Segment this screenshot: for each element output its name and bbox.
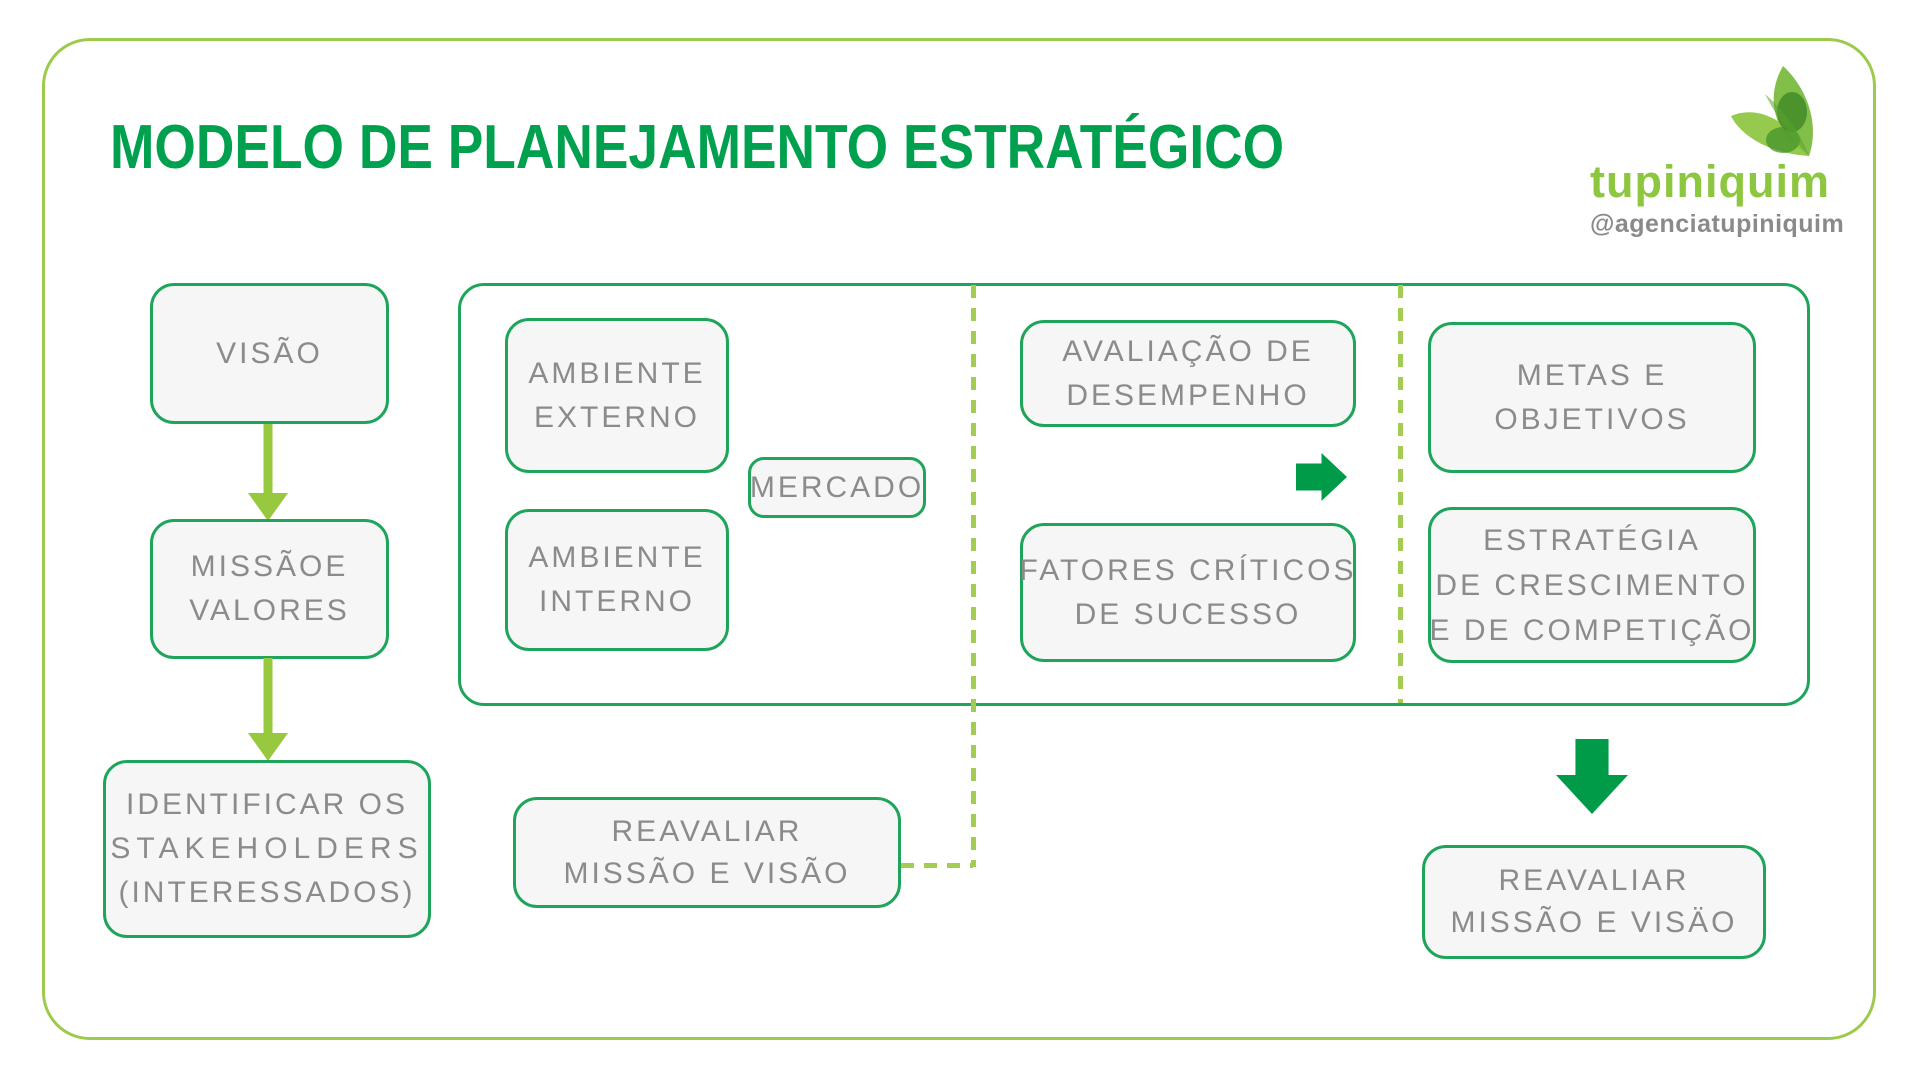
critical-success-factors-box: FATORES CRÍTICOS DE SUCESSO bbox=[1020, 523, 1356, 662]
internal-environment-line: AMBIENTE bbox=[528, 541, 706, 574]
external-environment-line: EXTERNO bbox=[533, 400, 701, 434]
mission-values-box: MISSÃOE VALORES bbox=[150, 519, 389, 659]
goals-objectives-line: METAS E bbox=[1516, 358, 1668, 392]
growth-strategy-line: ESTRATÉGIA bbox=[1483, 523, 1701, 557]
performance-evaluation-box: AVALIAÇÃO DE DESEMPENHO bbox=[1020, 320, 1356, 427]
stakeholders-line: (INTERESSADOS) bbox=[118, 876, 416, 909]
performance-evaluation-line: AVALIAÇÃO DE bbox=[1062, 334, 1314, 368]
stakeholders-line: IDENTIFICAR OS bbox=[125, 788, 408, 821]
growth-strategy-line: E DE COMPETIÇÃO bbox=[1429, 613, 1755, 647]
reassess-mission-vision-right-box: REAVALIAR MISSÃO E VISÄO bbox=[1422, 845, 1766, 959]
reassess-left-line: MISSÃO E VISÃO bbox=[563, 856, 851, 890]
reassess-mission-vision-left-box: REAVALIAR MISSÃO E VISÃO bbox=[513, 797, 901, 908]
reassess-right-line: REAVALIAR bbox=[1498, 864, 1690, 897]
logo-leaves-icon bbox=[1731, 66, 1813, 156]
analysis-group-box bbox=[458, 283, 1810, 706]
internal-environment-line: INTERNO bbox=[539, 585, 695, 618]
dashed-divider-left bbox=[971, 285, 976, 867]
lime-arrow-down-icon bbox=[248, 424, 288, 521]
page-title: MODELO DE PLANEJAMENTO ESTRATÉGICO bbox=[110, 113, 1285, 182]
external-environment-box: AMBIENTE EXTERNO bbox=[505, 318, 729, 473]
mission-values-line: VALORES bbox=[189, 594, 350, 627]
dashed-connector-horizontal bbox=[901, 863, 973, 868]
external-environment-line: AMBIENTE bbox=[528, 356, 706, 390]
brand-name: tupiniquim bbox=[1590, 156, 1830, 207]
growth-strategy-line: DE CRESCIMENTO bbox=[1435, 568, 1749, 602]
goals-objectives-box: METAS E OBJETIVOS bbox=[1428, 322, 1756, 473]
brand-handle: @agenciatupiniquim bbox=[1590, 210, 1845, 238]
internal-environment-box: AMBIENTE INTERNO bbox=[505, 509, 729, 651]
lime-arrow-down-icon bbox=[248, 658, 288, 761]
dashed-divider-right bbox=[1398, 285, 1403, 703]
critical-success-factors-line: DE SUCESSO bbox=[1074, 597, 1302, 631]
reassess-right-line: MISSÃO E VISÄO bbox=[1450, 906, 1738, 939]
outer-frame bbox=[42, 38, 1876, 1040]
vision-box: VISÃO bbox=[150, 283, 389, 424]
growth-strategy-box: ESTRATÉGIA DE CRESCIMENTO E DE COMPETIÇÃ… bbox=[1428, 507, 1756, 663]
goals-objectives-line: OBJETIVOS bbox=[1494, 402, 1690, 436]
market-box: MERCADO bbox=[748, 457, 926, 518]
vision-label: VISÃO bbox=[216, 336, 323, 370]
stakeholders-line: STAKEHOLDERS bbox=[110, 832, 424, 865]
reassess-left-line: REAVALIAR bbox=[611, 814, 803, 848]
stakeholders-box: IDENTIFICAR OS STAKEHOLDERS (INTERESSADO… bbox=[103, 760, 431, 938]
market-label: MERCADO bbox=[749, 470, 925, 504]
brand-logo: tupiniquim @agenciatupiniquim bbox=[1590, 64, 1845, 239]
performance-evaluation-line: DESEMPENHO bbox=[1066, 378, 1310, 412]
critical-success-factors-line: FATORES CRÍTICOS bbox=[1019, 553, 1357, 587]
mission-values-line: MISSÃOE bbox=[190, 550, 349, 583]
